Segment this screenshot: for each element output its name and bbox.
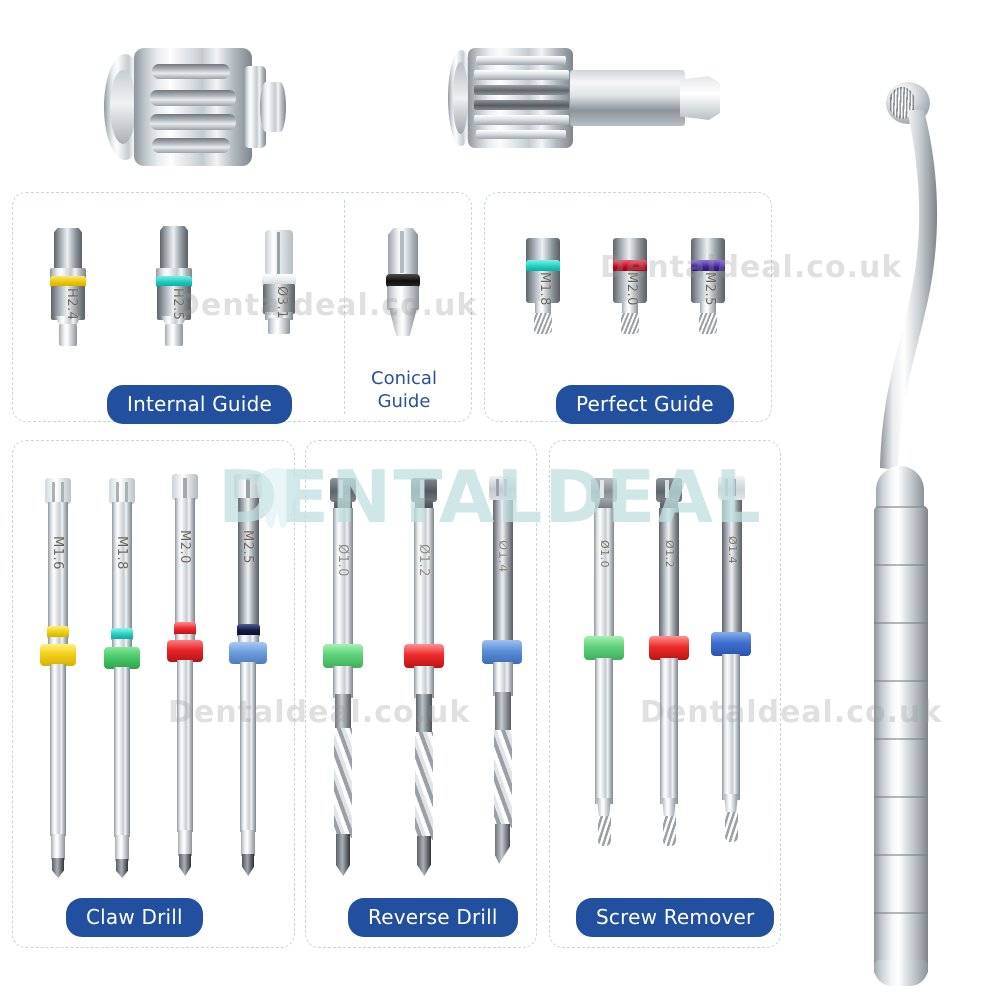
internal-guide-item: Ø3.1: [258, 230, 300, 334]
badge-screw-remover: Screw Remover: [576, 898, 775, 937]
color-ring-teal: [526, 260, 560, 273]
thread: [621, 313, 639, 334]
curved-bone-curette: [858, 78, 974, 986]
color-ring-yellow: [50, 276, 86, 288]
perfect-guide-item: M1.8: [522, 238, 564, 334]
depth-stop-red: [404, 644, 444, 668]
depth-stop-yellow: [40, 644, 76, 666]
reverse-drill-item: Ø1.2: [404, 478, 444, 876]
badge-reverse-drill: Reverse Drill: [348, 898, 518, 937]
internal-guide-item: H2.4: [46, 228, 90, 346]
thread: [699, 313, 717, 334]
depth-stop-red: [167, 640, 203, 662]
color-ring-red: [174, 622, 196, 636]
color-ring-teal: [156, 276, 192, 288]
thread: [534, 313, 552, 334]
thread: [663, 816, 676, 846]
badge-perfect-guide: Perfect Guide: [556, 385, 734, 424]
color-ring-navy: [237, 624, 260, 637]
color-ring-black: [386, 274, 420, 288]
depth-stop-red: [649, 636, 689, 660]
claw-drill-item: M2.0: [167, 474, 203, 878]
depth-stop-green: [104, 647, 140, 669]
depth-stop-green: [323, 644, 363, 668]
claw-drill-item: M1.6: [40, 478, 76, 878]
depth-stop-green: [584, 636, 624, 660]
knurled-handle-driver: [448, 48, 758, 148]
screw-remover-item: Ø1.2: [649, 478, 689, 846]
ratchet-adapter-cap: [104, 48, 286, 166]
claw-drill-item: M1.8: [104, 478, 140, 878]
depth-stop-blue: [482, 640, 522, 664]
screw-remover-item: Ø1.4: [711, 476, 751, 844]
reverse-drill-item: Ø1.0: [323, 478, 363, 876]
label-conical-guide-text: Conical Guide: [371, 368, 437, 412]
thread: [598, 816, 611, 846]
claw-drill-item: M2.5: [229, 474, 267, 878]
panel-divider: [344, 200, 345, 414]
screw-remover-item: Ø1.0: [584, 478, 624, 846]
badge-claw-drill: Claw Drill: [66, 898, 203, 937]
label-conical-guide: Conical Guide: [357, 368, 451, 413]
internal-guide-item: H2.5: [152, 226, 196, 346]
color-ring-yellow: [47, 626, 69, 639]
depth-stop-blue: [229, 642, 267, 664]
color-ring-teal: [111, 628, 133, 641]
depth-stop-blue: [711, 632, 751, 656]
conical-guide-item: [382, 228, 424, 336]
color-ring-white: [262, 274, 296, 286]
drill-flute: [334, 728, 352, 838]
color-ring-red: [613, 260, 647, 273]
perfect-guide-item: M2.0: [609, 238, 651, 334]
drill-flute: [415, 732, 433, 840]
drill-flute: [494, 730, 512, 828]
badge-internal-guide: Internal Guide: [107, 385, 292, 424]
perfect-guide-item: M2.5: [687, 238, 729, 334]
thread: [725, 812, 738, 842]
color-ring-purple: [691, 260, 725, 273]
reverse-drill-item: Ø1.4: [482, 476, 522, 874]
